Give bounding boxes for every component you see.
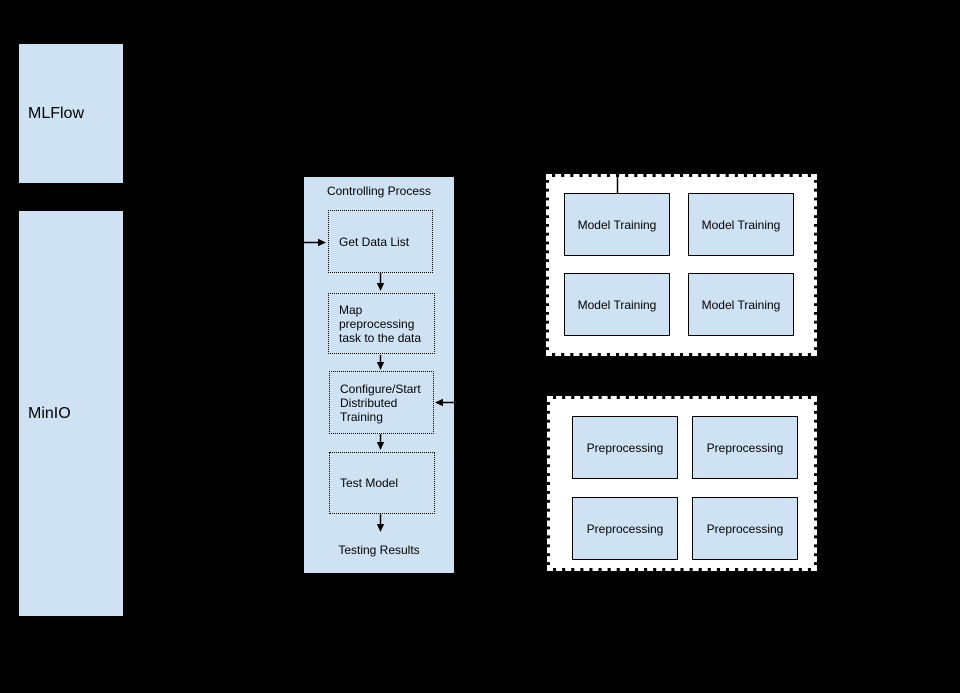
mlflow-node: MLFlow bbox=[19, 44, 123, 183]
step-configure-training: Configure/Start Distributed Training bbox=[329, 371, 434, 434]
preprocessing-node: Preprocessing bbox=[572, 497, 678, 560]
step-get-data-list: Get Data List bbox=[328, 210, 433, 273]
mlflow-label: MLFlow bbox=[28, 104, 85, 122]
model-training-node: Model Training bbox=[688, 193, 794, 256]
model-training-node: Model Training bbox=[564, 193, 670, 256]
preprocessing-node: Preprocessing bbox=[692, 497, 798, 560]
step-test-model: Test Model bbox=[329, 452, 435, 514]
preprocessing-cluster: Preprocessing Preprocessing Preprocessin… bbox=[547, 396, 817, 571]
preprocessing-node: Preprocessing bbox=[572, 416, 678, 479]
minio-label: MinIO bbox=[28, 404, 71, 422]
step-configure-training-label: Configure/Start Distributed Training bbox=[340, 381, 421, 424]
training-cluster: Model Training Model Training Model Trai… bbox=[546, 174, 817, 356]
preprocessing-node: Preprocessing bbox=[692, 416, 798, 479]
minio-node: MinIO bbox=[19, 211, 123, 616]
step-map-preprocessing-label: Map preprocessing task to the data bbox=[339, 302, 422, 345]
model-training-node: Model Training bbox=[564, 273, 670, 336]
model-training-node: Model Training bbox=[688, 273, 794, 336]
step-get-data-list-label: Get Data List bbox=[339, 234, 410, 249]
controlling-process-title: Controlling Process bbox=[326, 184, 432, 198]
testing-results-label: Testing Results bbox=[338, 543, 420, 557]
step-map-preprocessing: Map preprocessing task to the data bbox=[328, 293, 435, 354]
controlling-process-panel: Controlling Process Get Data List Map pr… bbox=[304, 177, 454, 573]
step-test-model-label: Test Model bbox=[340, 476, 399, 490]
